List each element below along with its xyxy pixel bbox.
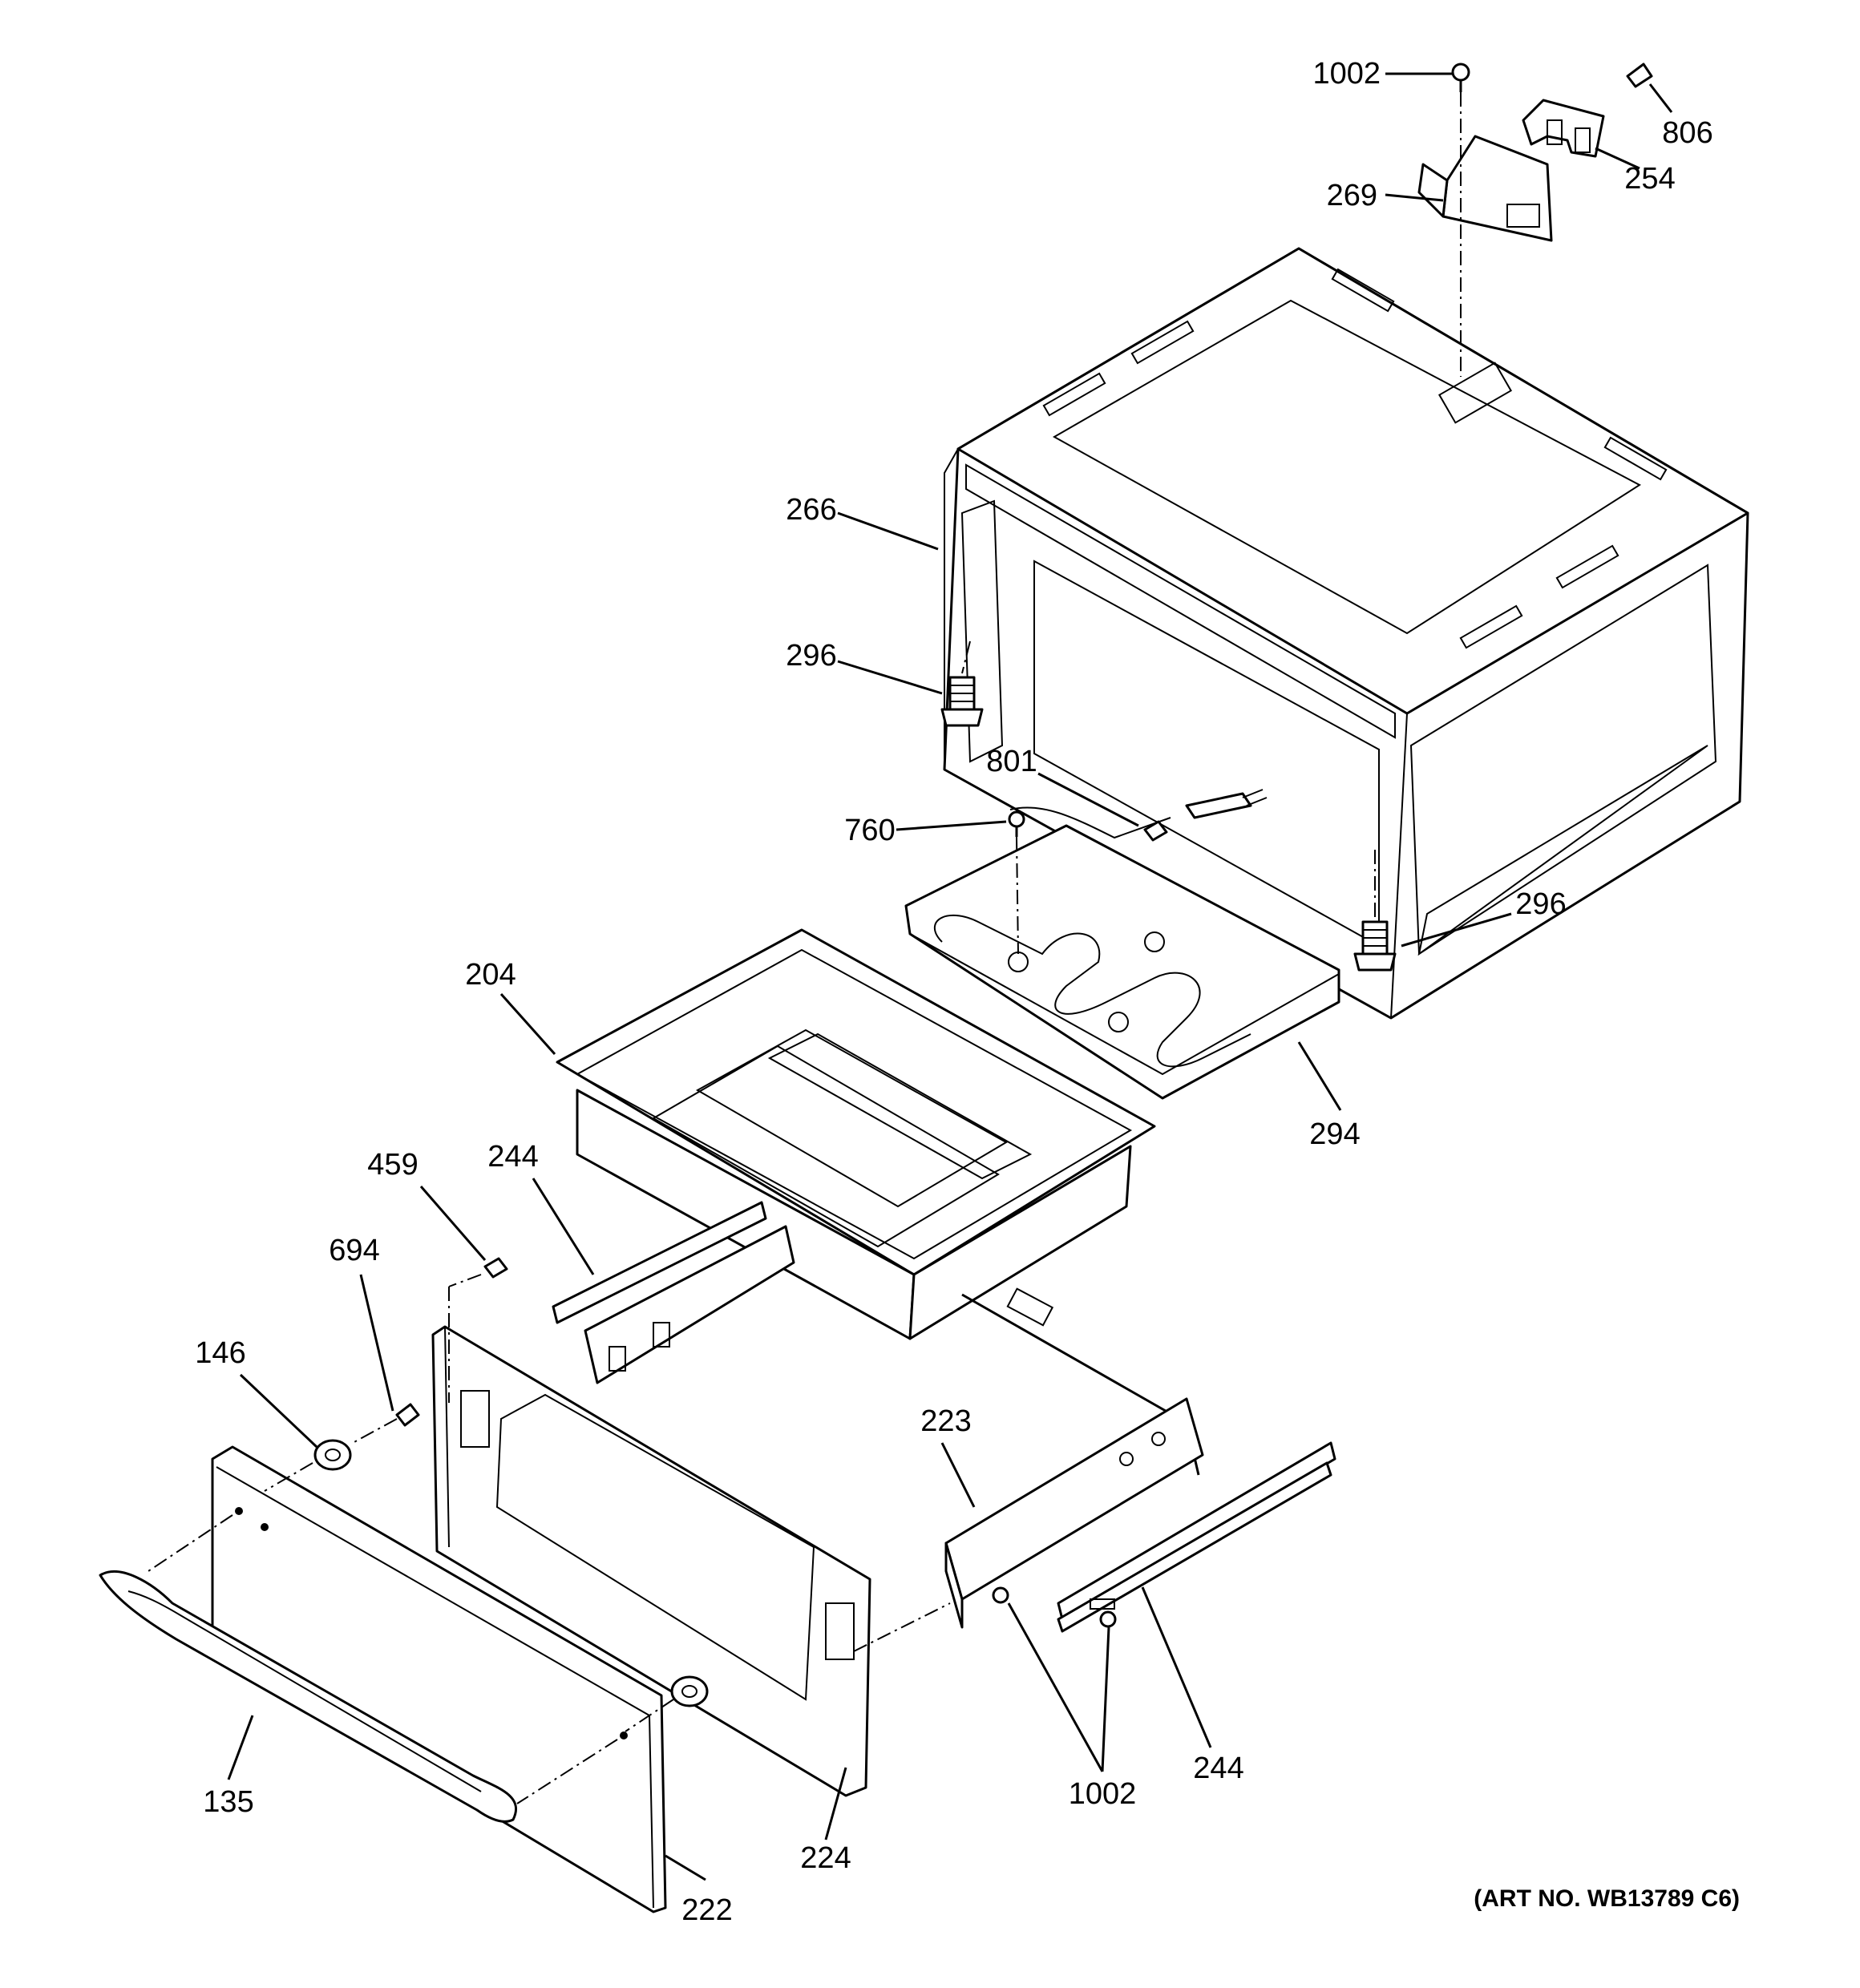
callout-1002-bottom: 1002 bbox=[1069, 1777, 1137, 1811]
screw-801 bbox=[1143, 820, 1168, 842]
washer-146 bbox=[313, 1439, 352, 1471]
slide-rail-244-right bbox=[1057, 1441, 1336, 1633]
screw-806 bbox=[1626, 63, 1653, 88]
callout-801: 801 bbox=[986, 745, 1037, 778]
bracket-269 bbox=[1417, 135, 1553, 242]
screw-1002-top bbox=[1451, 63, 1470, 92]
callout-146: 146 bbox=[195, 1336, 245, 1370]
drawer-front-panel-224 bbox=[431, 1325, 871, 1797]
callout-294: 294 bbox=[1309, 1117, 1360, 1151]
washer-146-right bbox=[670, 1675, 709, 1707]
chassis-slots bbox=[1042, 268, 1668, 649]
leader-lines bbox=[227, 72, 1673, 1881]
callout-labels: 1002 806 254 269 266 296 801 760 296 204… bbox=[195, 57, 1712, 1927]
callout-296-left: 296 bbox=[786, 639, 836, 673]
callout-269: 269 bbox=[1327, 179, 1377, 212]
art-number: (ART NO. WB13789 C6) bbox=[1474, 1885, 1740, 1912]
callout-224: 224 bbox=[800, 1841, 851, 1875]
screw-459 bbox=[483, 1257, 508, 1279]
terminal-block-254 bbox=[1522, 99, 1605, 158]
oven-chassis bbox=[943, 247, 1749, 1020]
callout-135: 135 bbox=[203, 1785, 253, 1819]
callout-254: 254 bbox=[1624, 162, 1675, 196]
assembly-lines bbox=[148, 92, 1462, 1804]
callout-266: 266 bbox=[786, 493, 836, 527]
screw-1002-frame bbox=[992, 1586, 1009, 1604]
screw-694 bbox=[395, 1403, 420, 1427]
callout-1002-top: 1002 bbox=[1312, 57, 1381, 91]
callout-296-right: 296 bbox=[1515, 887, 1566, 921]
callout-806: 806 bbox=[1662, 116, 1712, 150]
callout-222: 222 bbox=[681, 1893, 732, 1927]
callout-760: 760 bbox=[844, 814, 895, 847]
screw-760 bbox=[1008, 810, 1025, 837]
handle-135 bbox=[99, 1570, 518, 1823]
slide-rail-244-left bbox=[552, 1201, 795, 1384]
callout-244-right: 244 bbox=[1193, 1752, 1243, 1785]
leveling-leg-296-right bbox=[1353, 920, 1397, 972]
element-cover-294 bbox=[904, 789, 1340, 1100]
leveling-leg-296-left bbox=[940, 676, 984, 727]
drawer-frame-223 bbox=[944, 1287, 1204, 1629]
screw-1002-rail bbox=[1099, 1610, 1117, 1628]
callout-459: 459 bbox=[367, 1148, 418, 1182]
callout-204: 204 bbox=[465, 958, 516, 992]
callout-223: 223 bbox=[920, 1404, 971, 1438]
callout-244-left: 244 bbox=[487, 1140, 538, 1174]
callout-694: 694 bbox=[329, 1234, 379, 1267]
